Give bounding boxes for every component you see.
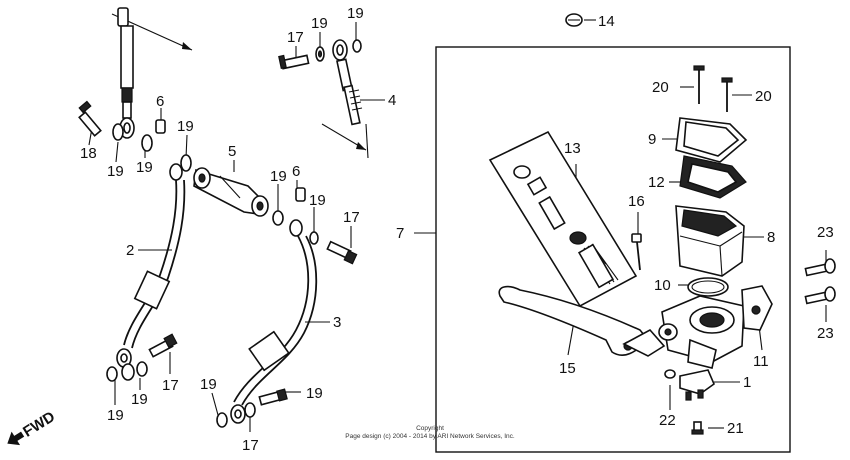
callout-numbers: 14 17 19 19 4 6 18 19 19 19 5 19 6 19 17… — [80, 5, 834, 454]
callout-19-mid-b: 19 — [270, 168, 287, 185]
part-10-o-ring — [687, 277, 729, 297]
callout-19-low-b: 19 — [131, 391, 148, 408]
part-14-cap — [565, 13, 583, 27]
callout-19-low-a: 19 — [107, 407, 124, 424]
callout-12: 12 — [648, 174, 665, 191]
callout-23-bottom: 23 — [817, 325, 834, 342]
callout-2: 2 — [126, 242, 134, 259]
part-16-bolt — [631, 233, 642, 271]
part-6-bleeder — [155, 119, 306, 202]
part-3-hose — [230, 219, 318, 424]
part-23-bolts — [804, 258, 836, 305]
part-12-diaphragm — [679, 155, 747, 199]
part-13-piston-kit — [488, 130, 638, 308]
callout-7: 7 — [396, 225, 404, 242]
callout-4: 4 — [388, 92, 396, 109]
part-19-washers-left — [112, 123, 153, 152]
part-17-bolt-low-left — [148, 333, 178, 358]
callout-13: 13 — [564, 140, 581, 157]
part-21-screw — [691, 421, 704, 435]
copyright-line-2: Page design (c) 2004 - 2014 by ARI Netwo… — [345, 433, 515, 440]
callout-18: 18 — [80, 145, 97, 162]
part-1-switch — [679, 369, 715, 401]
callout-19-low-c: 19 — [200, 376, 217, 393]
callout-19-top-a: 19 — [311, 15, 328, 32]
callout-10: 10 — [654, 277, 671, 294]
callout-19-top-b: 19 — [347, 5, 364, 22]
part-20-screws — [693, 65, 733, 112]
callout-1: 1 — [743, 374, 751, 391]
part-4-fitting — [332, 39, 363, 126]
callout-8: 8 — [767, 229, 775, 246]
part-19-washer-c — [180, 154, 192, 172]
part-17-bolt-mid — [326, 240, 358, 265]
callout-22: 22 — [659, 412, 676, 429]
part-19-washer-a — [315, 46, 325, 62]
part-19-washers-low-mid — [216, 402, 256, 428]
callout-17-low-mid: 17 — [242, 437, 259, 454]
callout-19-mid-a: 19 — [177, 118, 194, 135]
part-19-washers-mid — [272, 210, 319, 245]
callout-11: 11 — [753, 353, 769, 370]
callout-17-top: 17 — [287, 29, 304, 46]
callout-19-mid-c: 19 — [309, 192, 326, 209]
callout-19-low-d: 19 — [306, 385, 323, 402]
part-22-nut — [664, 369, 676, 379]
fwd-arrow: FWD — [7, 408, 58, 446]
callout-19-left-b: 19 — [136, 159, 153, 176]
callout-20-left: 20 — [652, 79, 669, 96]
fwd-label: FWD — [20, 408, 58, 441]
part-18-bolt — [78, 100, 102, 137]
callout-17-mid: 17 — [343, 209, 360, 226]
callout-20-right: 20 — [755, 88, 772, 105]
callout-5: 5 — [228, 143, 236, 160]
callout-14: 14 — [598, 13, 615, 30]
part-15-lever — [498, 285, 666, 357]
callout-17-low-left: 17 — [162, 377, 179, 394]
callout-6-left: 6 — [156, 93, 164, 110]
part-19-washers-low-left — [106, 361, 148, 382]
callout-9: 9 — [648, 131, 656, 148]
part-5-joint — [193, 167, 269, 217]
upper-hose — [117, 7, 135, 139]
callout-16: 16 — [628, 193, 645, 210]
part-17-bolt-top — [278, 54, 310, 70]
callout-3: 3 — [333, 314, 341, 331]
master-cylinder-body — [658, 285, 773, 369]
part-19-washer-b — [352, 39, 362, 53]
part-2-hose — [116, 163, 186, 368]
callout-19-left-a: 19 — [107, 163, 124, 180]
assembly-frame — [435, 46, 791, 453]
part-8-reservoir — [675, 205, 745, 277]
callout-15: 15 — [559, 360, 576, 377]
part-9-cover — [675, 117, 748, 163]
callout-21: 21 — [727, 420, 744, 437]
copyright-line-1: Copyright — [416, 425, 444, 432]
callout-23-top: 23 — [817, 224, 834, 241]
part-19-bolt-low-mid — [258, 388, 288, 406]
callout-6-right: 6 — [292, 163, 300, 180]
